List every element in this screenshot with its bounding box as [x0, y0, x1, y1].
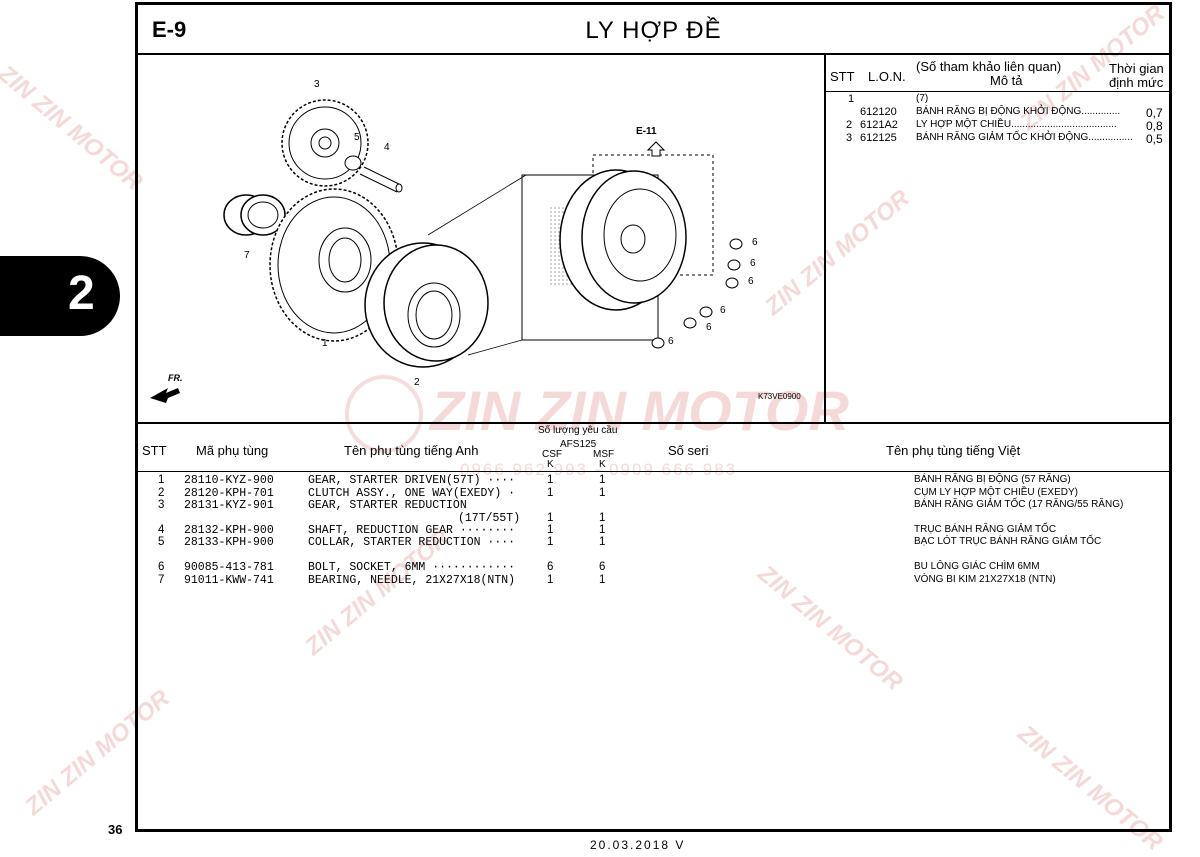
- callout-2: 2: [414, 377, 420, 388]
- shaft: [359, 166, 403, 193]
- table-header-name-en: Tên phụ tùng tiếng Anh: [344, 443, 479, 458]
- figure-code: K73VE0900: [758, 392, 801, 401]
- needle-bearing: [223, 194, 286, 236]
- exploded-diagram: 3 5 4 7 1 2 6 6 6 6 6 6 E-11 FR. K73VE09…: [138, 55, 826, 422]
- lon-group-ref: (7): [916, 93, 929, 104]
- lon-header-divider: [826, 91, 1169, 92]
- callout-3: 3: [314, 79, 320, 90]
- collar: [344, 155, 362, 171]
- table-header-name-vi: Tên phụ tùng tiếng Việt: [886, 443, 1021, 458]
- table-header-model: AFS125: [560, 439, 597, 450]
- parts-illustration: [150, 99, 743, 403]
- table-row: 4 28132-KPH-900 SHAFT, REDUCTION GEAR ··…: [158, 524, 1057, 537]
- front-arrow-icon: [150, 388, 180, 403]
- socket-bolts: [651, 238, 743, 349]
- reduction-gear-small: [281, 99, 369, 187]
- lon-header-lon: L.O.N.: [868, 69, 906, 84]
- table-header-msf: MSF: [593, 449, 615, 460]
- page-number: 36: [108, 822, 123, 837]
- callout-6: 6: [720, 305, 726, 316]
- callout-6: 6: [748, 276, 754, 287]
- lon-header-stt: STT: [830, 69, 855, 84]
- labor-operation-table: STT L.O.N. (Số tham khảo liên quan) Mô t…: [826, 55, 1169, 422]
- table-row: 2 28120-KPH-701 CLUTCH ASSY., ONE WAY(EX…: [158, 487, 1078, 500]
- table-header-serial: Số seri: [668, 443, 709, 458]
- section-code: E-9: [152, 17, 187, 42]
- callout-6: 6: [668, 336, 674, 347]
- lon-group-stt: 1: [848, 93, 855, 105]
- lon-header-time-2: định mức: [1109, 75, 1164, 90]
- front-label: FR.: [168, 373, 183, 383]
- flywheel-rotor: [521, 154, 714, 341]
- callout-1: 1: [322, 338, 328, 349]
- lon-header-desc: Mô tả: [990, 73, 1023, 88]
- callout-6: 6: [706, 322, 712, 333]
- table-row: 6 90085-413-781 BOLT, SOCKET, 6MM ······…: [158, 561, 1040, 574]
- table-row: (17T/55T) 1 1: [458, 512, 606, 525]
- table-row: 7 91011-KWW-741 BEARING, NEEDLE, 21X27X1…: [158, 574, 1056, 587]
- table-header-part-no: Mã phụ tùng: [196, 443, 269, 458]
- table-header-stt: STT: [142, 443, 167, 458]
- table-row: 5 28133-KPH-900 COLLAR, STARTER REDUCTIO…: [158, 536, 1102, 549]
- table-header-divider: [138, 471, 1169, 472]
- callout-5: 5: [354, 132, 360, 143]
- table-header-csf: CSF: [542, 449, 562, 460]
- callout-6: 6: [752, 237, 758, 248]
- lon-header-ref: (Số tham khảo liên quan): [916, 59, 1062, 74]
- page-frame: E-9 LY HỢP ĐỀ: [135, 2, 1172, 832]
- watermark-brand: ZIN ZIN MOTOR: [0, 60, 148, 197]
- footer-date: 20.03.2018 V: [590, 838, 686, 852]
- page-header: E-9 LY HỢP ĐỀ: [138, 5, 1169, 55]
- callout-7: 7: [244, 250, 250, 261]
- lon-header-time: Thời gian: [1109, 61, 1164, 76]
- table-header-csf-k: K: [547, 459, 554, 470]
- table-row: 1 28110-KYZ-900 GEAR, STARTER DRIVEN(57T…: [158, 474, 1071, 487]
- up-arrow-icon: [646, 141, 666, 157]
- table-header-qty: Số lượng yêu cầu: [538, 425, 618, 436]
- callout-4: 4: [384, 142, 390, 153]
- reference-label: E-11: [636, 126, 657, 137]
- one-way-clutch: [364, 242, 489, 368]
- section-divider: [138, 422, 1169, 424]
- table-header-msf-k: K: [599, 459, 606, 470]
- table-row: 3 28131-KYZ-901 GEAR, STARTER REDUCTION …: [158, 499, 1124, 512]
- page-title: LY HỢP ĐỀ: [585, 17, 722, 44]
- section-tab: 2: [0, 256, 120, 336]
- callout-6: 6: [750, 258, 756, 269]
